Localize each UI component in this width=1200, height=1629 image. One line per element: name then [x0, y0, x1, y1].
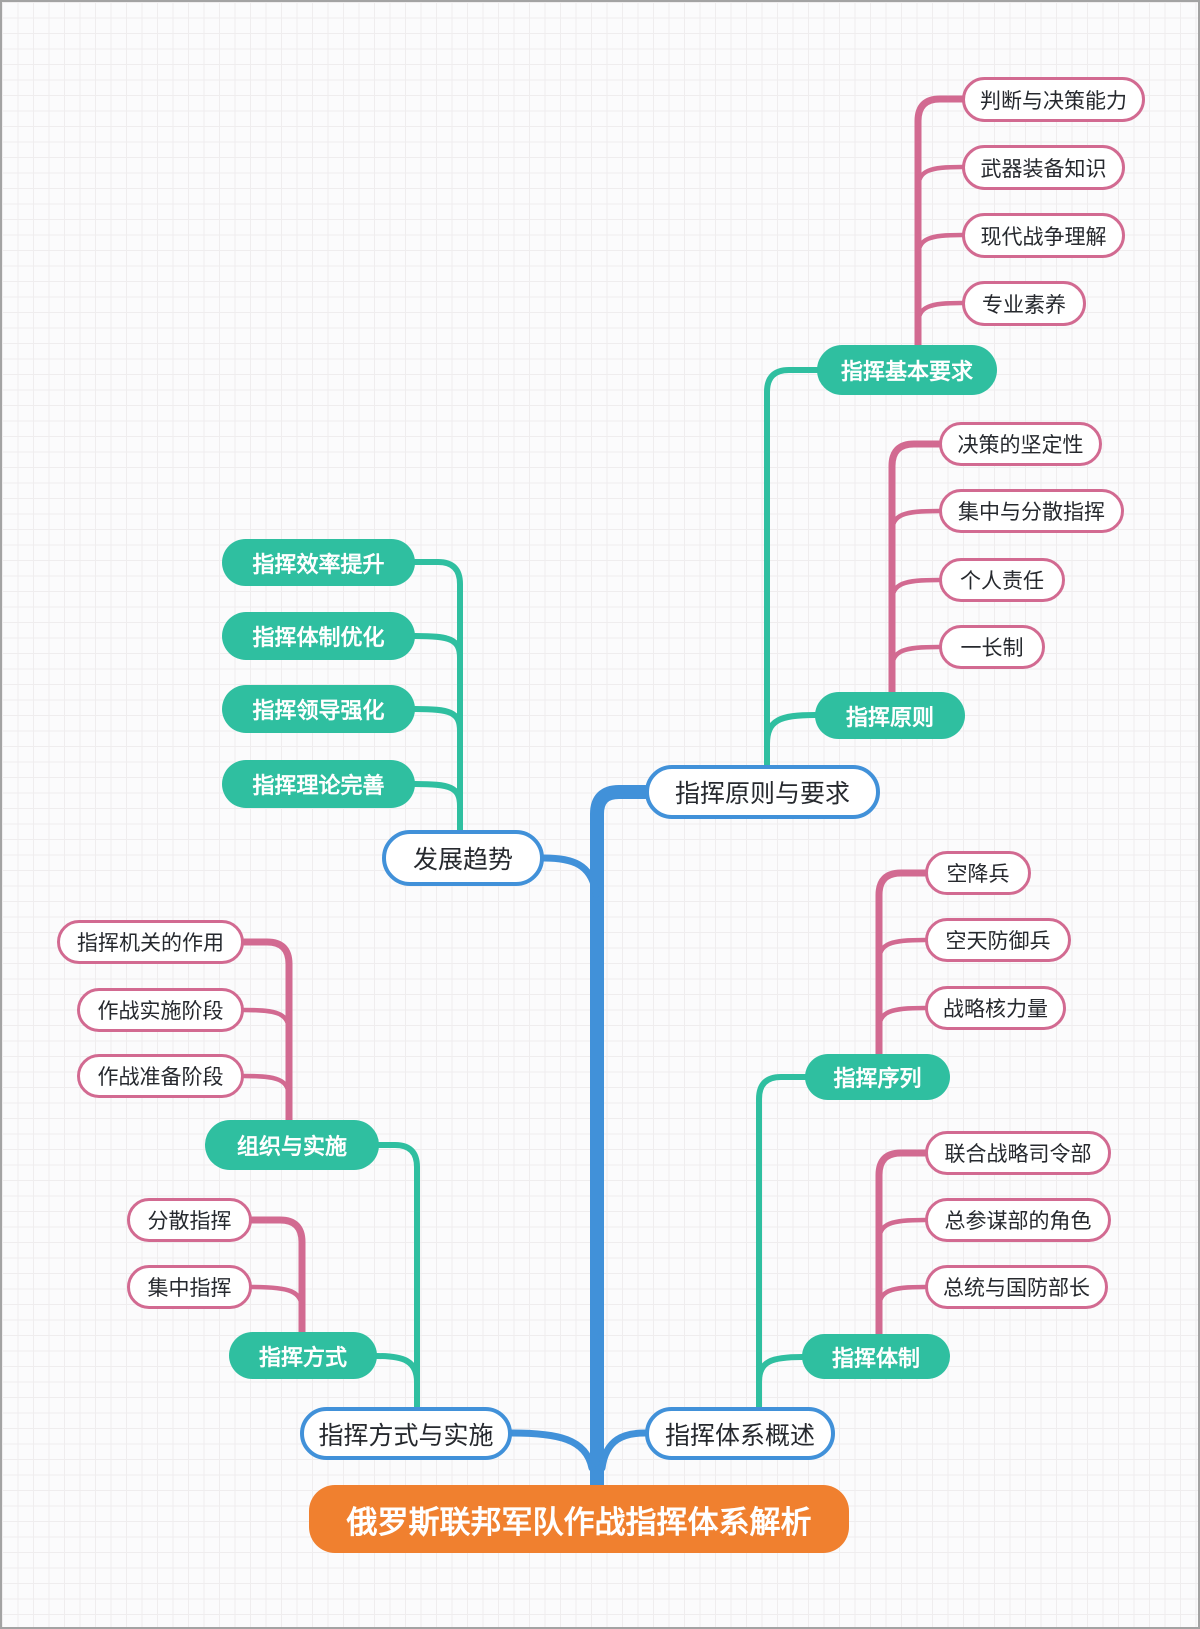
connector-principle-leaf-3 — [889, 577, 942, 605]
connector-structure-leaf-2 — [876, 1217, 928, 1245]
connector-principles-up — [764, 367, 820, 770]
subtopic-node-command-sequence[interactable]: 指挥序列 — [805, 1054, 950, 1100]
connector-methods-up — [376, 1142, 420, 1412]
connector-sequence-leaf-2 — [876, 937, 928, 965]
branch-node-command-methods[interactable]: 指挥方式与实施 — [300, 1407, 512, 1460]
leaf-node-operation-preparation-phase[interactable]: 作战准备阶段 — [77, 1054, 244, 1098]
subtopic-node-efficiency-improvement[interactable]: 指挥效率提升 — [222, 539, 415, 586]
connector-principle-leaf-2 — [889, 508, 942, 536]
leaf-node-judgment-decision[interactable]: 判断与决策能力 — [962, 77, 1145, 122]
subtopic-node-leadership-strengthening[interactable]: 指挥领导强化 — [222, 685, 415, 733]
leaf-node-decision-firmness[interactable]: 决策的坚定性 — [939, 422, 1102, 466]
connector-organization-leaf-2 — [241, 1007, 292, 1035]
leaf-node-aerospace-defense-troops[interactable]: 空天防御兵 — [925, 918, 1071, 962]
connector-modes-trunk — [248, 1216, 306, 1338]
leaf-node-president-defense-minister[interactable]: 总统与国防部长 — [925, 1265, 1108, 1309]
branch-node-development-trends[interactable]: 发展趋势 — [382, 830, 544, 886]
subtopic-node-command-principles[interactable]: 指挥原则 — [815, 692, 965, 739]
connector-command-structure — [756, 1354, 805, 1385]
leaf-node-personal-responsibility[interactable]: 个人责任 — [939, 558, 1065, 602]
root-topic-node[interactable]: 俄罗斯联邦军队作战指挥体系解析 — [309, 1485, 849, 1553]
connector-trends-up — [412, 559, 463, 835]
connector-trends-branch — [540, 854, 600, 898]
subtopic-node-command-modes[interactable]: 指挥方式 — [229, 1332, 377, 1379]
connector-basic-req-trunk — [914, 95, 966, 351]
connector-organization-trunk — [240, 938, 293, 1126]
leaf-node-professionalism[interactable]: 专业素养 — [962, 281, 1086, 326]
subtopic-node-organization-implementation[interactable]: 组织与实施 — [205, 1120, 379, 1170]
leaf-node-airborne-troops[interactable]: 空降兵 — [925, 851, 1031, 895]
connector-basic-req-leaf-3 — [915, 232, 965, 260]
branch-node-principles-requirements[interactable]: 指挥原则与要求 — [645, 765, 880, 819]
leaf-node-weapon-knowledge[interactable]: 武器装备知识 — [962, 145, 1125, 190]
leaf-node-modern-war-understanding[interactable]: 现代战争理解 — [962, 213, 1125, 258]
leaf-node-joint-strategic-commands[interactable]: 联合战略司令部 — [925, 1131, 1111, 1175]
connector-overview-up — [756, 1074, 808, 1412]
leaf-node-decentralized-command[interactable]: 分散指挥 — [127, 1198, 252, 1242]
subtopic-node-structure-optimization[interactable]: 指挥体制优化 — [222, 612, 415, 660]
branch-node-system-overview[interactable]: 指挥体系概述 — [645, 1407, 835, 1460]
connector-command-principles — [764, 712, 818, 747]
leaf-node-one-chief-system[interactable]: 一长制 — [939, 625, 1045, 669]
connector-modes-leaf-2 — [249, 1284, 305, 1313]
subtopic-node-command-structure[interactable]: 指挥体制 — [802, 1334, 950, 1379]
connector-trunk — [590, 785, 652, 1492]
connector-methods-branch — [508, 1429, 596, 1472]
leaf-node-command-organ-role[interactable]: 指挥机关的作用 — [57, 920, 244, 964]
connector-basic-req-leaf-2 — [915, 164, 965, 192]
connector-overview-branch — [598, 1429, 649, 1472]
connector-principle-leaf-4 — [889, 644, 942, 672]
leaf-node-centralized-command[interactable]: 集中指挥 — [127, 1265, 252, 1309]
connector-sequence-leaf-3 — [876, 1005, 928, 1033]
leaf-node-strategic-nuclear-forces[interactable]: 战略核力量 — [925, 986, 1066, 1030]
connector-principle-trunk — [888, 440, 943, 698]
subtopic-node-theory-improvement[interactable]: 指挥理论完善 — [222, 760, 415, 808]
connector-sequence-trunk — [875, 869, 929, 1060]
connector-basic-req-leaf-4 — [915, 300, 965, 328]
subtopic-node-basic-requirements[interactable]: 指挥基本要求 — [817, 345, 997, 395]
connector-command-modes — [374, 1353, 420, 1385]
connector-trend-leaf-4 — [412, 781, 463, 809]
connector-organization-leaf-3 — [241, 1073, 292, 1101]
leaf-node-operation-implementation-phase[interactable]: 作战实施阶段 — [77, 988, 244, 1032]
connector-trend-leaf-3 — [412, 706, 463, 734]
connector-structure-trunk — [875, 1149, 929, 1340]
connector-trend-leaf-2 — [412, 633, 463, 661]
connector-structure-leaf-3 — [876, 1284, 928, 1312]
leaf-node-general-staff-role[interactable]: 总参谋部的角色 — [925, 1198, 1111, 1242]
leaf-node-centralized-decentralized[interactable]: 集中与分散指挥 — [939, 489, 1124, 533]
